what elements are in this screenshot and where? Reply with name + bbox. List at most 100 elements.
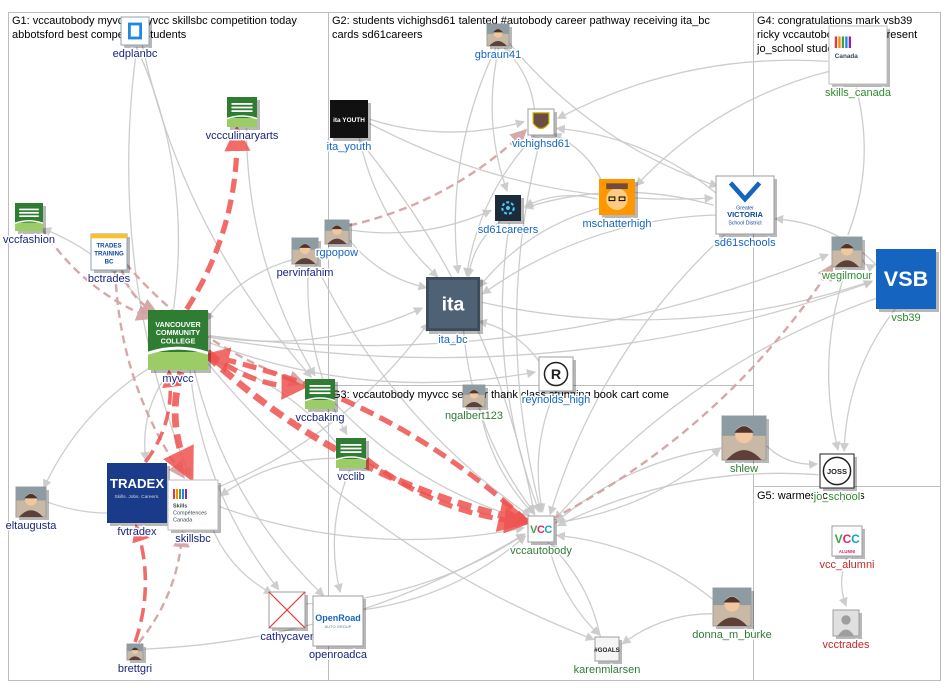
edge-wegilmour-to-vsb39 (861, 258, 876, 273)
ita_youth-label-halo: ita_youth (327, 141, 372, 153)
sd61careers-label-halo: sd61careers (478, 224, 539, 236)
ita_youth-label: ita_youth (327, 141, 372, 153)
edge-vsb39-to-vccautobody (554, 296, 880, 521)
jo-school-icon: JOSS (819, 453, 855, 489)
vcc_alumni-icon-text: V (835, 532, 843, 546)
ita_youth-icon-text: ita YOUTH (333, 117, 365, 124)
edge-vichighsd61-to-ita_bc (463, 135, 535, 277)
edge-myvcc-to-openroadca (193, 367, 325, 597)
karenmlarsen-icon-text: #GOALS (594, 647, 620, 654)
vccautobody-label-halo: vccautobody (510, 545, 572, 557)
pervinfahim-label-halo: pervinfahim (277, 267, 334, 279)
edge-pervinfahim-to-vcclib (307, 265, 348, 436)
edge-vccculinaryarts-to-vccbaking (245, 128, 316, 377)
vccfashion-label-halo: vccfashion (3, 234, 55, 246)
vccculinaryarts-label: vccculinaryarts (206, 130, 279, 142)
group-captions: G1: vccautobody myvcc #myvcc skillsbc co… (12, 15, 917, 502)
wegilmour-label: wegilmour (821, 270, 872, 282)
ita_bc-label: ita_bc (438, 334, 468, 346)
vcc-logo-icon (226, 97, 258, 127)
skillsbc-label: skillsbc (175, 533, 211, 545)
vccautobody-icon-text: V (530, 524, 538, 536)
edge-rgpopow-to-ita_bc (348, 238, 428, 291)
edge-skillsbc-to-ita_bc (214, 322, 430, 490)
edge-myvcc-to-edplanbc (136, 47, 180, 309)
jo_school-icon-text: JOSS (827, 467, 847, 476)
edges-layer (40, 41, 896, 650)
vcc_alumni-label: vcc_alumni (819, 559, 874, 571)
edge-vcc_alumni-to-vcctrades (838, 557, 848, 607)
edge-vcclib-to-vccautobody (365, 457, 531, 534)
fvtradex-label-halo: fvtradex (117, 526, 157, 538)
myvcc-icon-text: COLLEGE (161, 337, 196, 346)
brettgri-label-halo: brettgri (118, 663, 152, 675)
vichighsd61-label: vichighsd61 (512, 138, 570, 150)
vccautobody-label: vccautobody (510, 545, 572, 557)
fvtradex-icon-text: TRADEX (110, 476, 164, 491)
edge-myvcc-to-vsb39 (209, 280, 873, 359)
group-g1-caption: G1: vccautobody myvcc #myvcc skillsbc co… (12, 15, 300, 41)
skillsbc-icon-text: Skills (173, 504, 187, 510)
edge-vsb39-to-jo_school (839, 308, 896, 453)
openroadca-label-halo: openroadca (309, 649, 368, 661)
edge-bctrades-to-skillsbc (114, 270, 185, 479)
jo_school-label-halo: jo_school (813, 491, 860, 503)
skillsbc-icon-text: Compétences (173, 511, 207, 517)
edge-ita_bc-to-vccautobody (462, 330, 536, 514)
vsb39-icon-text: VSB (884, 266, 928, 291)
myvcc-icon-text: VANCOUVER (155, 320, 201, 329)
myvcc-label: myvcc (162, 373, 194, 385)
sd61schools-icon-text: VICTORIA (727, 210, 763, 219)
edge-jo_school-to-vccautobody (556, 472, 819, 527)
group-g2-caption: G2: students vichighsd61 talented #autob… (332, 15, 713, 41)
sd61schools-icon-text: Greater (736, 206, 754, 212)
reynolds_high-label: reynolds_high (522, 394, 591, 406)
ita_bc-icon-text: ita (442, 293, 465, 315)
edge-gbraun41-to-ita_bc (452, 47, 497, 275)
r-crest-icon: R (538, 356, 574, 392)
vcclib-label-halo: vcclib (337, 471, 365, 483)
edge-myvcc-to-vccbaking (206, 349, 308, 400)
person-photo-icon (712, 587, 752, 627)
edge-mschatterhigh-to-vichighsd61 (552, 133, 604, 184)
